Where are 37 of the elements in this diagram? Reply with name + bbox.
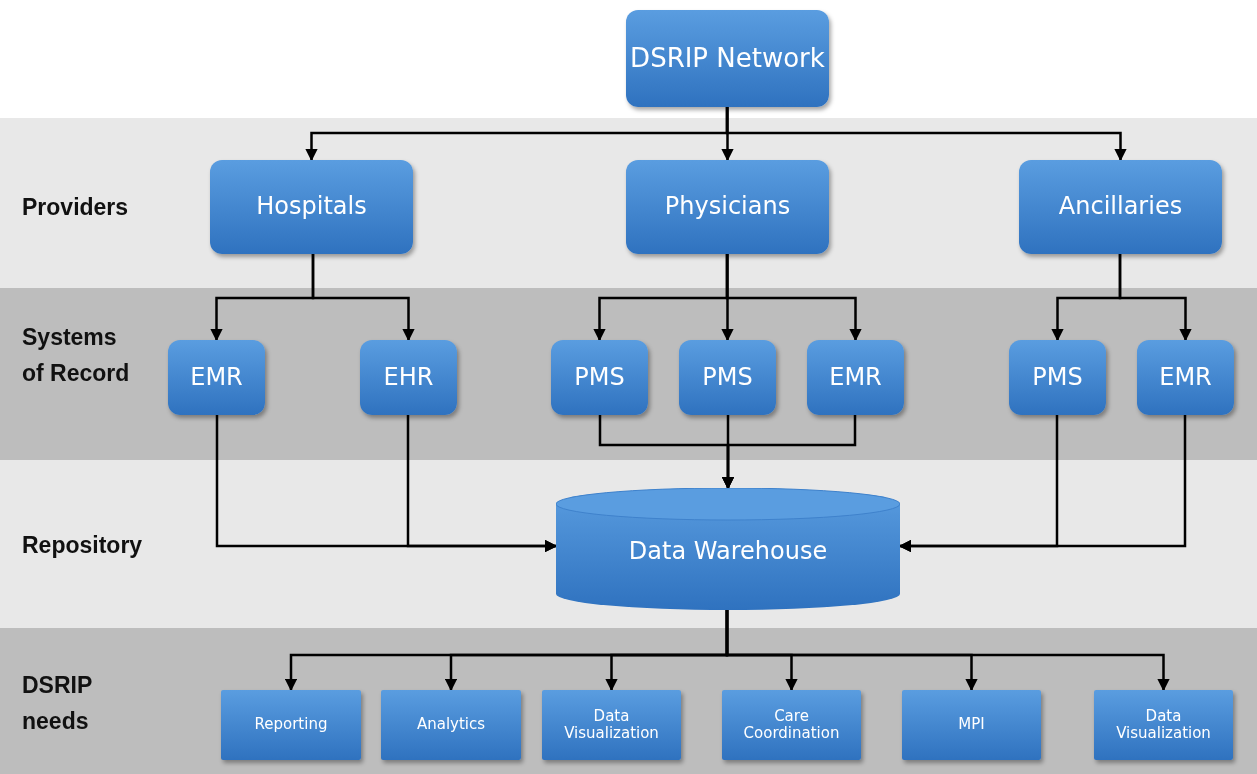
process-box: PMS	[1009, 340, 1106, 415]
database-cylinder	[556, 488, 900, 610]
arrow	[725, 107, 1127, 162]
row-band	[0, 628, 1257, 774]
need-box: Care Coordination	[722, 690, 861, 760]
arrow	[1118, 254, 1192, 342]
arrow	[311, 254, 415, 342]
row-label: DSRIP needs	[22, 671, 93, 736]
process-box: Physicians	[626, 160, 829, 254]
need-box: Data Visualization	[542, 690, 681, 760]
arrow	[721, 107, 734, 162]
row-band	[0, 118, 1257, 288]
arrow	[721, 415, 857, 490]
need-box: Analytics	[381, 690, 521, 760]
row-label: Providers	[22, 193, 130, 222]
row-label: Repository	[22, 531, 142, 560]
process-box: EMR	[1137, 340, 1234, 415]
arrow	[725, 254, 862, 342]
process-box: Ancillaries	[1019, 160, 1222, 254]
process-box: EMR	[807, 340, 904, 415]
database-label: Data Warehouse	[627, 536, 829, 565]
row-band	[0, 460, 1257, 628]
need-box: Reporting	[221, 690, 361, 760]
process-box: PMS	[551, 340, 648, 415]
process-box: Hospitals	[210, 160, 413, 254]
process-box: EMR	[168, 340, 265, 415]
arrow	[406, 415, 558, 553]
row-band	[0, 288, 1257, 460]
row-label: Systems of Record	[22, 323, 131, 388]
need-box: MPI	[902, 690, 1041, 760]
process-box: PMS	[679, 340, 776, 415]
process-box: EHR	[360, 340, 457, 415]
process-box: DSRIP Network	[626, 10, 829, 107]
arrow	[725, 610, 1170, 692]
need-box: Data Visualization	[1094, 690, 1233, 760]
arrow	[721, 254, 734, 342]
arrow	[898, 415, 1187, 553]
